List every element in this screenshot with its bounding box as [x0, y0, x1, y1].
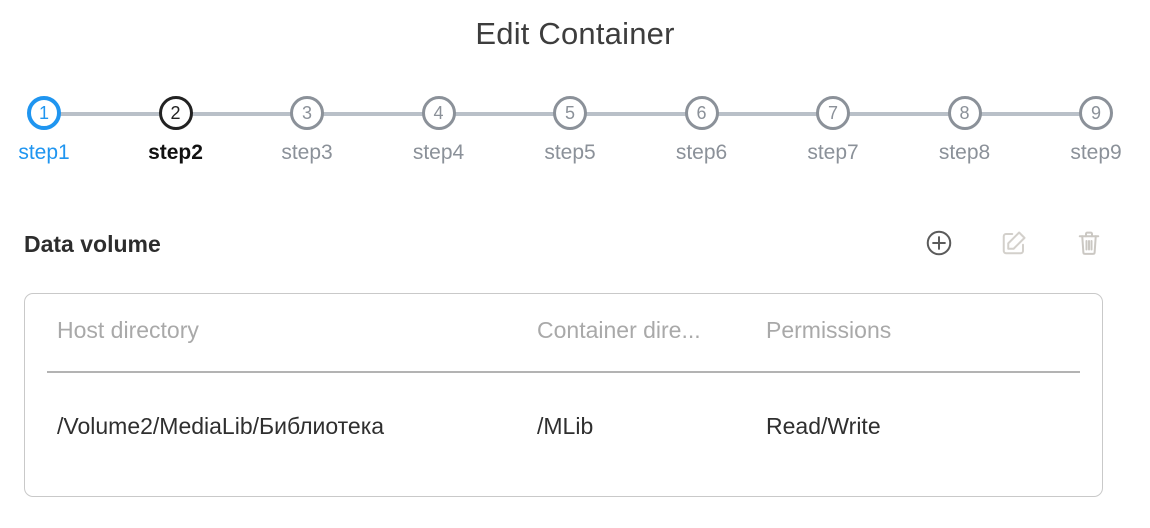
- step-item-step7[interactable]: 7 step7: [767, 96, 899, 165]
- step-item-step4[interactable]: 4 step4: [373, 96, 505, 165]
- data-volume-table: Host directory Container dire... Permissio…: [24, 293, 1103, 497]
- column-header-host-directory: Host directory: [57, 317, 199, 343]
- step-circle-1[interactable]: 1: [27, 96, 61, 130]
- step-item-step6[interactable]: 6 step6: [636, 96, 768, 165]
- delete-volume-button: [1072, 226, 1106, 260]
- step-circle-6[interactable]: 6: [684, 96, 719, 130]
- cell-container-directory: /MLib: [537, 413, 594, 439]
- step-label-step1: step1: [18, 141, 70, 164]
- step-label-step7: step7: [807, 141, 859, 164]
- table-header-row: Host directory Container dire... Permissio…: [47, 314, 1080, 354]
- section-title: Data volume: [24, 231, 161, 257]
- step-item-step8[interactable]: 8 step8: [899, 96, 1031, 165]
- step-circle-7[interactable]: 7: [816, 96, 850, 130]
- step-item-step3[interactable]: 3 step3: [241, 96, 373, 165]
- column-header-permissions: Permissions: [766, 317, 892, 343]
- step-item-step5[interactable]: 5 step5: [504, 96, 636, 165]
- step-item-step2[interactable]: 2 step2: [110, 96, 242, 165]
- step-label-step5: step5: [544, 141, 596, 164]
- step-item-step9[interactable]: 9 step9: [1030, 96, 1150, 165]
- step-circle-5[interactable]: 5: [553, 96, 587, 130]
- table-header-divider: [47, 371, 1080, 373]
- cell-host-directory: /Volume2/MediaLib/Библиотека: [57, 413, 385, 439]
- page-title: Edit Container: [475, 16, 675, 51]
- step-connector-line: [322, 112, 424, 116]
- step-circle-4[interactable]: 4: [421, 96, 456, 130]
- step-connector-line: [59, 112, 161, 116]
- step-label-step6: step6: [675, 141, 728, 164]
- table-row[interactable]: /Volume2/MediaLib/Библиотека/MLib Read/Wr…: [47, 410, 1080, 450]
- step-connector-line: [979, 112, 1081, 116]
- edit-square-icon: [999, 228, 1029, 258]
- add-volume-button[interactable]: [922, 226, 956, 260]
- trash-icon: [1074, 228, 1104, 258]
- step-label-step2: step2: [148, 141, 203, 164]
- step-connector-line: [190, 112, 292, 116]
- volume-toolbar: [922, 226, 1106, 260]
- step-circle-9[interactable]: 9: [1079, 96, 1113, 130]
- step-circle-2[interactable]: 2: [158, 96, 193, 130]
- add-circle-icon: [924, 228, 954, 258]
- cell-permissions: Read/Write: [766, 413, 881, 439]
- step-label-step3: step3: [281, 141, 333, 164]
- step-item-step1[interactable]: 1 step1: [0, 96, 110, 165]
- step-label-step4: step4: [412, 141, 465, 164]
- step-circle-8[interactable]: 8: [947, 96, 982, 130]
- column-header-container-directory: Container dire...: [537, 317, 701, 343]
- step-label-step9: step9: [1070, 141, 1122, 164]
- edit-volume-button: [997, 226, 1031, 260]
- step-connector-line: [716, 112, 818, 116]
- step-connector-line: [848, 112, 950, 116]
- step-circle-3[interactable]: 3: [290, 96, 324, 130]
- section-header: Data volume: [0, 228, 1150, 268]
- step-connector-line: [585, 112, 687, 116]
- step-connector-line: [453, 112, 555, 116]
- step-progress-bar: 1 step1 2 step2 3 step3 4 step4 5 step5 6 step6 7 ste…: [0, 96, 1150, 186]
- step-label-step8: step8: [938, 141, 991, 164]
